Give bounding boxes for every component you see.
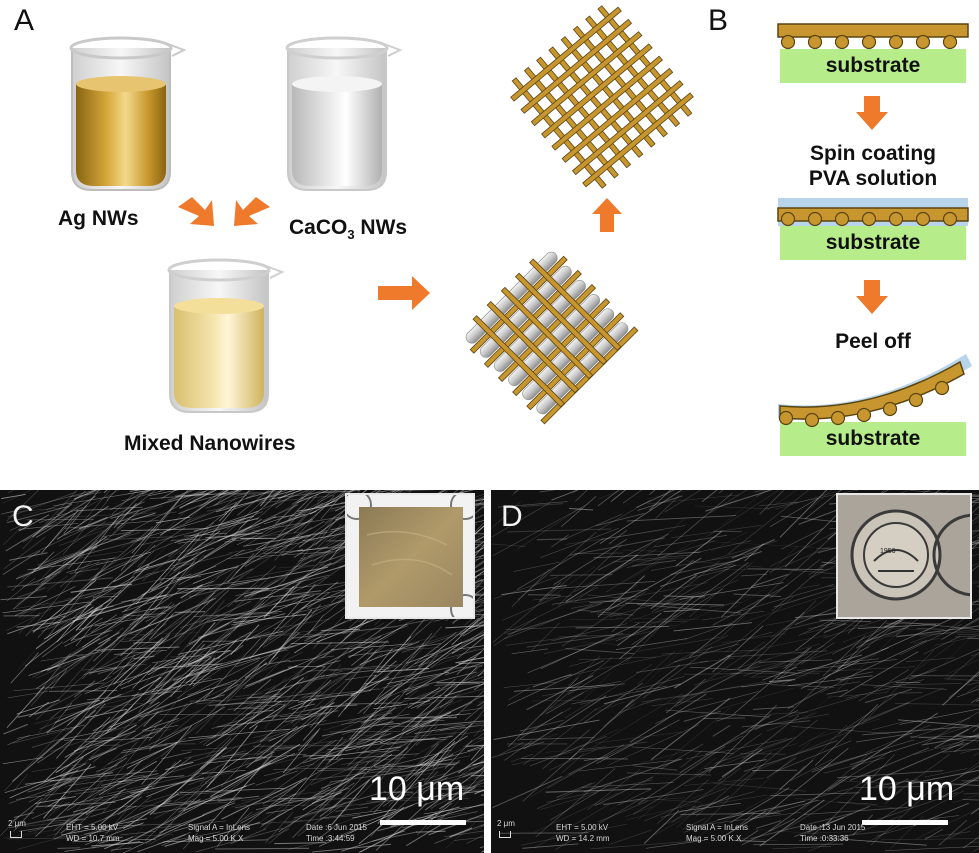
arrow-ag-to-mix-icon <box>178 197 214 226</box>
panel-b-illustration <box>777 23 972 456</box>
beaker-caco3-nws-icon <box>285 36 403 191</box>
arrow-mix-to-mesh-icon <box>378 276 430 310</box>
substrate-label-3: substrate <box>825 427 921 450</box>
signal-d: Signal A = InLens <box>686 823 749 832</box>
label-ag-nws: Ag NWs <box>58 207 139 230</box>
panel-letter-b: B <box>708 4 729 37</box>
arrow-mesh-up-icon <box>592 198 622 232</box>
panel-letter-c: C <box>12 500 34 533</box>
micro-scale-bar-d <box>499 831 511 838</box>
scale-label-d: 10 μm <box>859 770 955 808</box>
date-d: Date :13 Jun 2015 <box>800 823 866 832</box>
step-peel-off: Peel off <box>835 330 911 353</box>
date-c: Date :6 Jun 2015 <box>306 823 367 832</box>
step-spin-coating-line1: Spin coating <box>810 142 936 165</box>
signal-c: Signal A = InLens <box>188 823 251 832</box>
label-mixed-nanowires: Mixed Nanowires <box>124 432 296 455</box>
mag-d: Mag = 5.00 K X <box>686 834 742 843</box>
substrate-2-rect <box>780 226 966 260</box>
label-caco3-tail: NWs <box>354 216 408 239</box>
sem-image-d <box>491 490 979 853</box>
mag-c: Mag = 5.00 K X <box>188 834 244 843</box>
micro-scale-d: 2 μm <box>497 819 515 828</box>
wd-c: WD = 10.7 mm <box>66 834 120 843</box>
panel-letter-d: D <box>501 500 523 533</box>
substrate-3-rect <box>780 422 966 456</box>
inset-year-d: 1956 <box>880 548 896 555</box>
arrow-step-2-icon <box>856 280 888 314</box>
arrow-step-1-icon <box>856 96 888 130</box>
label-caco3-sub: 3 <box>347 227 355 243</box>
beaker-ag-nws-icon <box>69 36 187 191</box>
time-c: Time :3:44:59 <box>306 834 355 843</box>
scale-bar-d <box>862 820 948 825</box>
scale-bar-c <box>380 820 466 825</box>
time-d: Time :0:33:36 <box>800 834 849 843</box>
arrow-caco3-to-mix-icon <box>234 197 270 226</box>
substrate-1-rect <box>780 49 966 83</box>
wd-d: WD = 14.2 mm <box>556 834 610 843</box>
substrate-label-2: substrate <box>825 231 921 254</box>
inset-photo-c <box>345 493 475 619</box>
scale-label-c: 10 μm <box>369 770 465 808</box>
label-caco3-main: CaCO <box>289 216 348 239</box>
inset-photo-d: 1956 <box>836 493 972 619</box>
label-caco3-nws: CaCO3 NWs <box>289 216 407 242</box>
panel-letter-a: A <box>14 4 35 37</box>
micro-scale-bar-c <box>10 831 22 838</box>
panel-a-illustration <box>69 5 694 425</box>
substrate-label-1: substrate <box>825 54 921 77</box>
beaker-mixed-nanowires-icon <box>167 258 285 413</box>
mixed-mesh-icon <box>465 251 639 425</box>
eht-d: EHT = 5.00 kV <box>556 823 609 832</box>
step-spin-coating-line2: PVA solution <box>808 167 938 190</box>
ag-mesh-icon <box>510 5 694 189</box>
micro-scale-c: 2 μm <box>8 819 26 828</box>
eht-c: EHT = 5.00 kV <box>66 823 119 832</box>
